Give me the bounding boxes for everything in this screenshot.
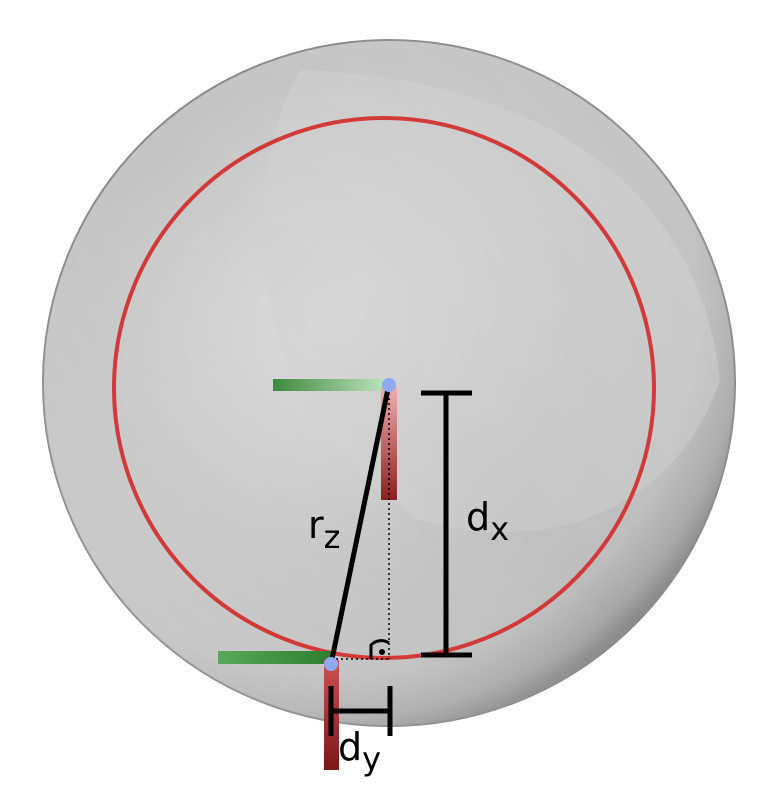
radius-label: rz <box>308 503 340 556</box>
edge-point <box>324 657 338 671</box>
red-circle <box>112 116 656 660</box>
green-axis-top <box>273 379 387 391</box>
dy-label-sub: y <box>362 740 381 778</box>
dx-label-main: d <box>466 495 490 539</box>
dy-label-main: d <box>338 725 362 769</box>
dx-bracket <box>421 390 472 658</box>
center-point <box>382 378 396 392</box>
radius-label-sub: z <box>324 518 341 556</box>
right-angle-marker <box>369 639 390 659</box>
dx-label: dx <box>466 495 509 548</box>
dx-label-sub: x <box>490 510 509 548</box>
green-axis-bottom <box>218 651 332 664</box>
dy-label: dy <box>338 725 381 778</box>
radius-line <box>328 383 392 665</box>
sphere <box>42 39 736 727</box>
radius-label-main: r <box>308 503 324 547</box>
dy-bracket <box>328 686 393 736</box>
right-angle-dot <box>379 649 385 655</box>
